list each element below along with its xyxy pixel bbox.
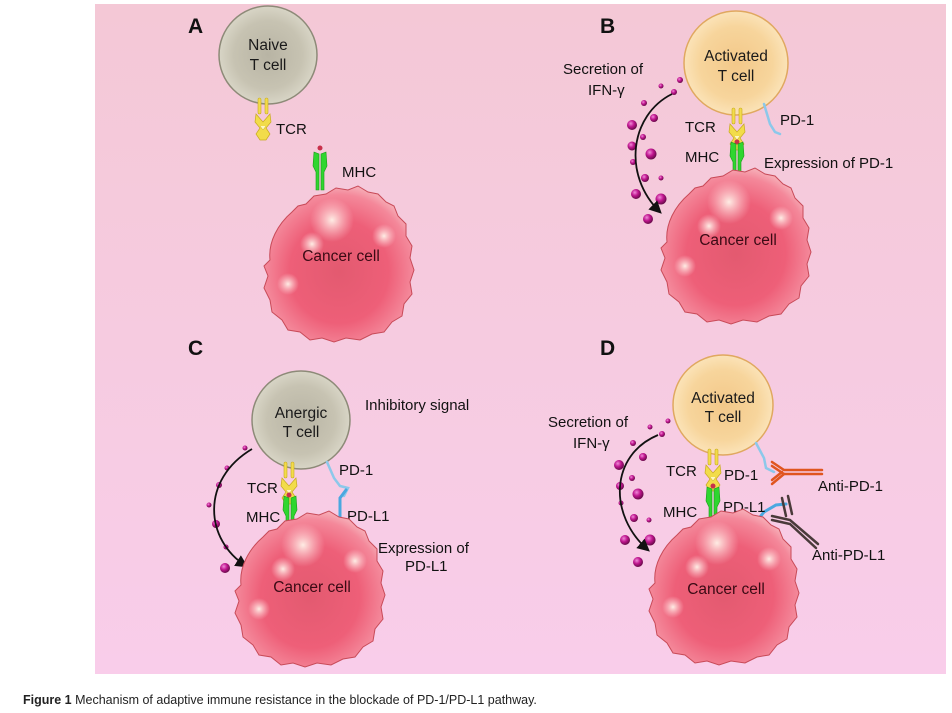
antigen-peptide-icon — [286, 492, 292, 498]
anergic-t-cell-label-line1: Anergic — [275, 405, 328, 422]
panel-d: D Activated T cell Secretion of IFN-γ — [548, 337, 885, 666]
pd1-label: PD-1 — [724, 467, 758, 484]
pd1-label: PD-1 — [339, 462, 373, 479]
pd1-label: PD-1 — [780, 112, 814, 129]
figure-caption: Figure 1 Mechanism of adaptive immune re… — [23, 693, 537, 707]
figure-caption-label: Figure 1 — [23, 693, 72, 707]
panel-letter-d: D — [600, 337, 615, 360]
mhc-molecule-icon — [312, 151, 328, 191]
expression-pdl1-label-line1: Expression of — [378, 540, 470, 557]
panel-c: C Anergic T cell Inhibitory signal TCR M… — [188, 337, 470, 668]
secretion-label-line1: Secretion of — [563, 61, 644, 78]
panel-letter-c: C — [188, 337, 203, 360]
panel-b: B Activated T cell Secretion of IFN-γ — [563, 10, 893, 325]
expression-pdl1-label-line2: PD-L1 — [405, 558, 448, 575]
panel-letter-a: A — [188, 15, 203, 38]
naive-t-cell: Naive T cell — [218, 5, 318, 105]
activated-t-cell: Activated T cell — [683, 10, 789, 116]
secretion-label-line2: IFN-γ — [588, 82, 625, 99]
antigen-peptide-icon — [734, 139, 740, 145]
panel-letter-b: B — [600, 15, 615, 38]
mhc-label: MHC — [663, 504, 697, 521]
panel-a: A Naive T cell TCR MHC Cancer cell — [188, 5, 415, 343]
anti-pd1-label: Anti-PD-1 — [818, 478, 883, 495]
expression-pd1-label: Expression of PD-1 — [764, 155, 893, 172]
cancer-cell-label: Cancer cell — [687, 581, 765, 598]
pd1-receptor-icon — [754, 441, 776, 474]
mhc-label: MHC — [342, 164, 376, 181]
tcr-label: TCR — [666, 463, 697, 480]
cancer-cell-label: Cancer cell — [302, 248, 380, 265]
antigen-peptide-icon — [710, 483, 716, 489]
tcr-label: TCR — [685, 119, 716, 136]
cancer-cell-label: Cancer cell — [699, 232, 777, 249]
secretion-arrow — [634, 93, 673, 214]
activated-t-cell-label-line2: T cell — [718, 68, 755, 85]
secretion-arrow — [618, 434, 659, 552]
naive-t-cell-label-line2: T cell — [250, 57, 287, 74]
naive-t-cell-label-line1: Naive — [248, 37, 288, 54]
anti-pdl1-label: Anti-PD-L1 — [812, 547, 885, 564]
secretion-arrow — [213, 448, 253, 568]
activated-t-cell-label-line1: Activated — [691, 390, 755, 407]
activated-t-cell-label-line1: Activated — [704, 48, 768, 65]
pdl1-label: PD-L1 — [723, 499, 766, 516]
activated-t-cell: Activated T cell — [672, 354, 774, 456]
tcr-label: TCR — [276, 121, 307, 138]
anti-pdl1-antibody-icon — [770, 494, 820, 550]
figure-caption-text: Mechanism of adaptive immune resistance … — [71, 693, 537, 707]
anti-pd1-antibody-icon — [770, 460, 824, 486]
secretion-label-line2: IFN-γ — [573, 435, 610, 452]
mhc-label: MHC — [246, 509, 280, 526]
ifn-gamma-particles — [206, 445, 248, 573]
pd1-receptor-icon — [762, 102, 782, 136]
activated-t-cell-label-line2: T cell — [705, 409, 742, 426]
tcr-label: TCR — [247, 480, 278, 497]
mhc-label: MHC — [685, 149, 719, 166]
pdl1-label: PD-L1 — [347, 508, 390, 525]
antigen-peptide-icon — [317, 145, 323, 151]
inhibitory-signal-label: Inhibitory signal — [365, 397, 469, 414]
anergic-t-cell: Anergic T cell — [251, 370, 351, 470]
secretion-label-line1: Secretion of — [548, 414, 629, 431]
cancer-cell-label: Cancer cell — [273, 579, 351, 596]
anergic-t-cell-label-line2: T cell — [283, 424, 320, 441]
